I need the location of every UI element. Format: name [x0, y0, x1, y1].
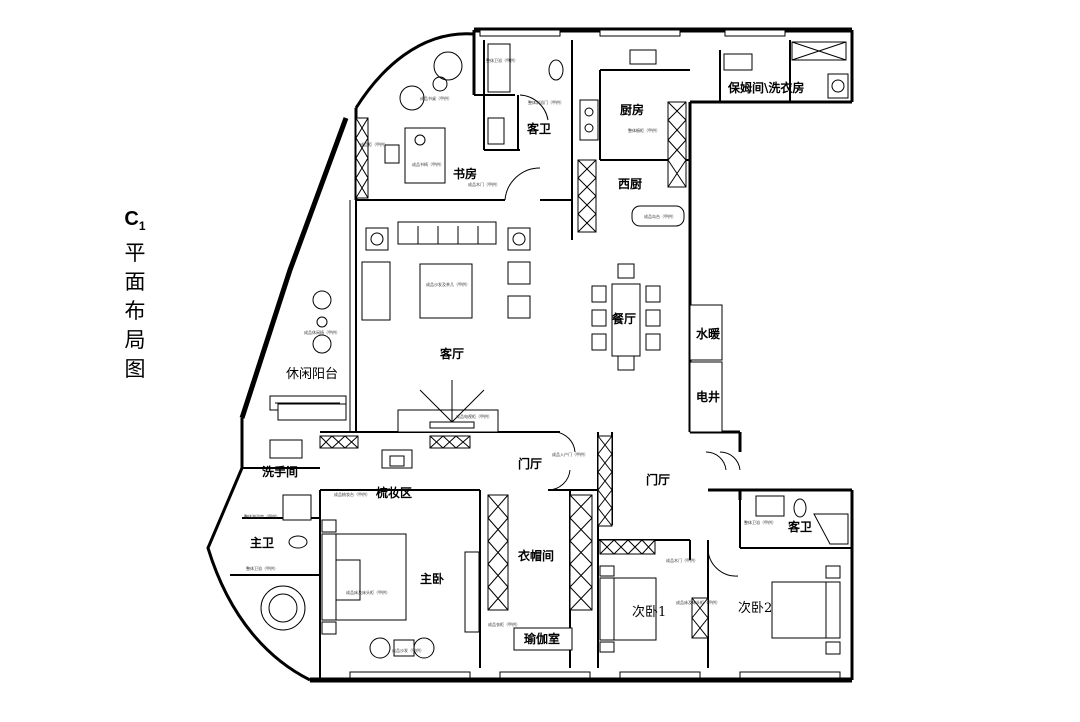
anno-kitchen-cab: 整体橱柜（甲供）: [628, 127, 660, 133]
anno-study-cabinet: 成品柜（甲供）: [360, 141, 388, 147]
anno-study-desk: 成品书桌（甲供）: [420, 95, 452, 101]
anno-shower-cab: 整体淋浴房（甲供）: [244, 513, 280, 519]
anno-bath-cabinet-master: 整体卫浴（甲供）: [246, 565, 278, 571]
room-label-study: 书房: [453, 166, 477, 181]
anno-study-chair: 成品书椅（甲供）: [412, 161, 444, 167]
room-label-kitchen: 厨房: [620, 102, 644, 117]
plan-code: C1: [124, 208, 146, 233]
anno-bath-right: 整体卫浴（甲供）: [744, 519, 776, 525]
anno-sofa: 成品沙发及茶几（甲供）: [426, 281, 470, 287]
anno-study-door: 成品木门（甲供）: [468, 181, 500, 187]
annotations: 成品书桌（甲供） 成品书椅（甲供） 成品木门（甲供） 成品柜（甲供） 整体橱柜（…: [244, 57, 776, 653]
room-label-foyer: 门厅: [646, 472, 670, 487]
anno-vanity-table: 成品梳妆台（甲供）: [334, 491, 370, 497]
title-char: 平: [124, 241, 146, 265]
room-label-guest-bath-top: 客卫: [526, 121, 551, 136]
title-char: 布: [124, 299, 146, 323]
room-label-master-bedroom: 主卧: [420, 571, 444, 586]
anno-master-bed: 成品床及床头柜（甲供）: [346, 589, 390, 595]
room-label-wash-room: 洗手间: [262, 464, 298, 479]
anno-bath-cabinet: 整体卫浴（甲供）: [486, 57, 518, 63]
anno-master-sofa: 成品沙发（甲供）: [392, 647, 424, 653]
anno-tv-cabinet: 成品电视柜（甲供）: [456, 413, 492, 419]
room-label-guest-bath-right: 客卫: [787, 519, 812, 534]
title-char: 面: [124, 270, 146, 294]
furniture: [260, 41, 849, 659]
title-char: 图: [124, 357, 146, 381]
room-label-water-heater: 水暖: [696, 326, 721, 341]
room-labels: 客卫 厨房 保姆间\洗衣房 书房 西厨 餐厅 水暖 电井 客厅 休闲阳台 洗手间…: [250, 80, 812, 646]
anno-bath-door: 整体淋浴门（甲供）: [528, 99, 564, 105]
room-label-leisure-balcony: 休闲阳台: [286, 367, 338, 382]
cabinets: [319, 101, 709, 639]
room-label-bedroom2: 次卧1: [632, 604, 666, 620]
room-label-master-bath: 主卫: [250, 535, 274, 550]
room-label-western-kitchen: 西厨: [618, 176, 642, 191]
room-label-bedroom3: 次卧2: [738, 600, 772, 616]
title-char: 局: [124, 328, 146, 352]
anno-entrance-door: 成品入户门（甲供）: [552, 451, 588, 457]
anno-wardrobe-cab: 成品衣柜（甲供）: [488, 621, 520, 627]
room-label-yoga-room: 瑜伽室: [524, 631, 560, 646]
room-label-foyer-inner: 门厅: [518, 456, 542, 471]
anno-bed1: 成品床及床头柜（甲供）: [676, 599, 720, 605]
room-label-living: 客厅: [439, 346, 464, 361]
room-label-dining: 餐厅: [612, 311, 636, 326]
room-label-wardrobe: 衣帽间: [518, 548, 554, 563]
room-label-electric-shaft: 电井: [696, 389, 720, 404]
plan-title: C1 平 面 布 局 图: [118, 206, 152, 384]
room-label-vanity: 梳妆区: [376, 485, 412, 500]
anno-balcony-chairs: 成品休闲椅（甲供）: [304, 329, 340, 335]
anno-wood-door: 成品木门（甲供）: [666, 557, 698, 563]
anno-island: 成品岛台（甲供）: [644, 213, 676, 219]
room-label-laundry: 保姆间\洗衣房: [727, 80, 804, 95]
